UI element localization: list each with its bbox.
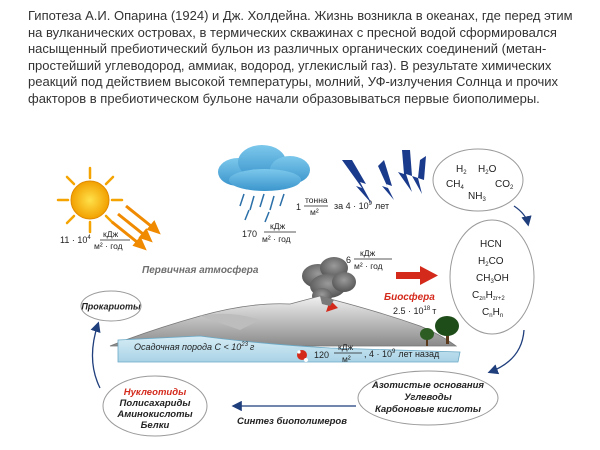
svg-text:Нуклеотиды: Нуклеотиды [124,387,186,398]
svg-text:6: 6 [346,255,351,265]
uv-rays-icon [111,204,161,251]
svg-text:м² · год: м² · год [94,241,123,251]
svg-text:Полисахариды: Полисахариды [120,398,191,409]
organics-oval [449,219,535,335]
gases-oval [432,148,524,212]
cycle-arrow-left [90,321,101,389]
monomers-oval [357,370,499,426]
svg-text:м²: м² [310,207,319,217]
sun-energy-label: 11 · 104 кДж м² · год [60,229,130,251]
primary-atmosphere-label: Первичная атмосфера [142,264,259,276]
volcano-smoke-icon [302,257,356,304]
svg-text:м² · год: м² · год [262,234,291,244]
organics-list: HCN H2CO CH3OH CznHzr+2 CnHn [472,239,509,319]
lightning-icon [342,150,426,204]
tree-icon [420,316,459,346]
svg-text:120: 120 [314,350,329,360]
cloud-energy-label: 170 кДж м² · год [242,221,296,244]
svg-text:Биосфера: Биосфера [384,291,435,303]
svg-text:Углеводы: Углеводы [404,392,452,403]
biosphere-arrow-icon [396,266,438,285]
svg-text:кДж: кДж [360,248,375,258]
svg-text:CO2: CO2 [495,179,514,191]
svg-text:Азотистые основания: Азотистые основания [371,380,484,391]
svg-text:H2CO: H2CO [478,256,504,268]
biopolymers-oval [102,375,208,437]
gases-list: H2 H2O CH4 CO2 NH3 [446,164,514,203]
sediment-organic-icon [297,350,308,362]
svg-text:м²: м² [342,354,351,364]
rain-icon [239,193,285,223]
biopolymers-list: Нуклеотиды Полисахариды Аминокислоты Бел… [116,387,192,431]
cloud-icon [218,145,310,191]
cycle-arrows-right [487,205,532,375]
svg-text:Аминокислоты: Аминокислоты [116,409,192,420]
svg-text:170: 170 [242,229,257,239]
intro-text: Гипотеза А.И. Опарина (1924) и Дж. Холде… [28,8,573,106]
sun-icon [56,166,124,234]
svg-text:Белки: Белки [141,420,170,431]
volcano-energy-label: 6 кДж м² · год [346,248,392,271]
svg-text:NH3: NH3 [468,191,486,203]
svg-text:CH3OH: CH3OH [476,273,509,285]
svg-text:кДж: кДж [103,229,118,239]
svg-text:H2O: H2O [478,164,497,176]
svg-text:Карбоновые кислоты: Карбоновые кислоты [375,404,481,415]
svg-text:кДж: кДж [270,221,285,231]
svg-text:11 · 104: 11 · 104 [60,235,91,245]
prokaryotes-label: Прокариоты [81,302,141,312]
svg-text:кДж: кДж [338,342,353,352]
prokaryotes-oval [80,290,142,322]
svg-text:H2: H2 [456,164,467,176]
synthesis-label: Синтез биополимеров [237,416,347,427]
svg-text:HCN: HCN [480,239,502,250]
svg-text:CnHn: CnHn [482,307,503,319]
svg-text:CH4: CH4 [446,179,464,191]
svg-text:1: 1 [296,202,301,212]
svg-text:тонна: тонна [305,195,328,205]
svg-text:м² · год: м² · год [354,261,383,271]
monomers-list: Азотистые основания Углеводы Карбоновые … [371,380,484,415]
sea-icon [117,335,461,363]
